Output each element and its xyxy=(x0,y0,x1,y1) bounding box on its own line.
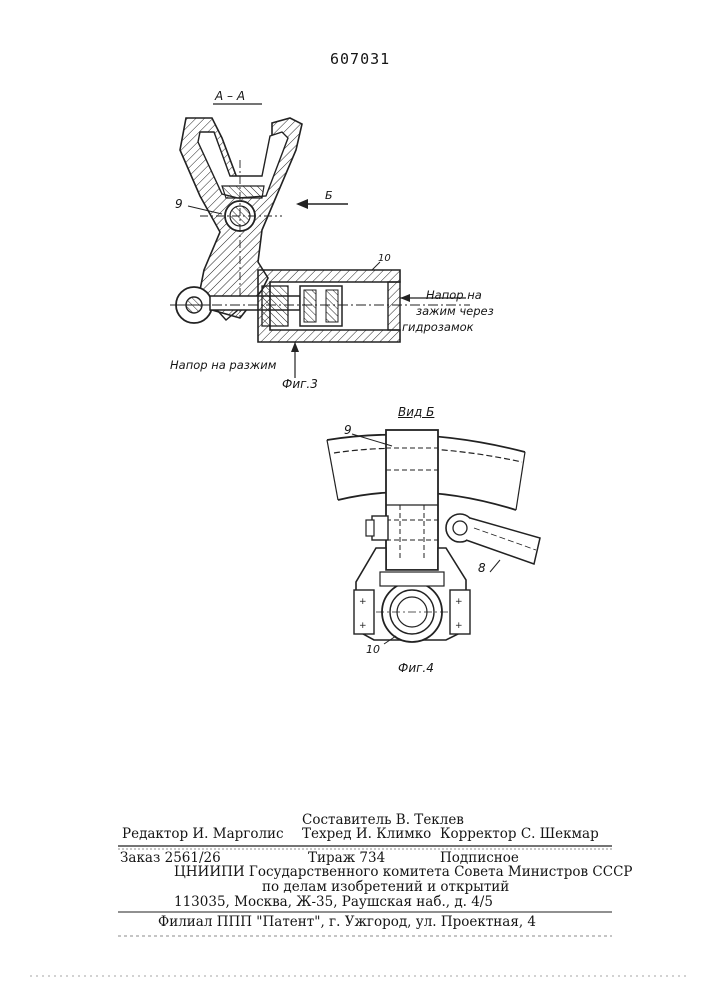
imprint-org-line1: ЦНИИПИ Государственного комитета Совета … xyxy=(174,866,633,880)
imprint-org-line2: по делам изобретений и открытий xyxy=(262,881,509,895)
imprint-branch: Филиал ППП "Патент", г. Ужгород, ул. Про… xyxy=(158,916,536,930)
imprint-address: 113035, Москва, Ж-35, Раушская наб., д. … xyxy=(174,896,493,910)
